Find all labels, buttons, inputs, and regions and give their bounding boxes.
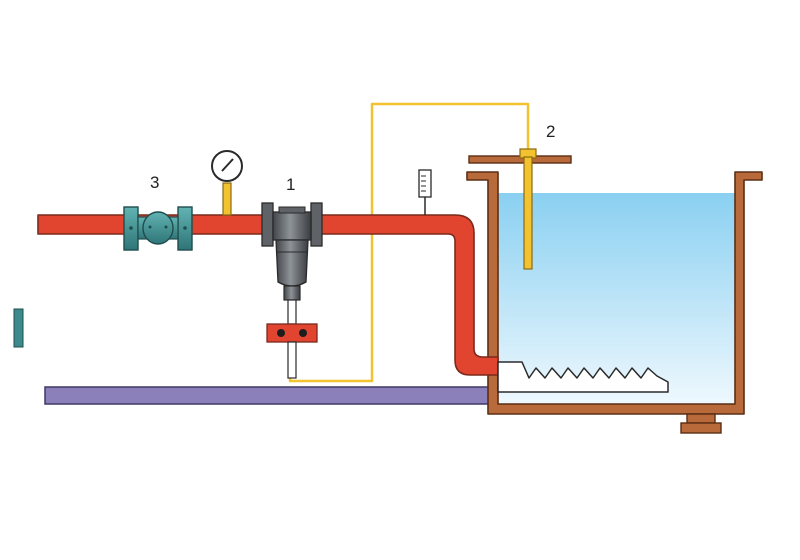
regulator-housing (275, 239, 309, 287)
valve-bolt (129, 226, 133, 230)
actuator-screw (277, 329, 285, 337)
regulator-flange-right (310, 202, 323, 247)
gauge-stem (222, 182, 232, 216)
heating-tank (466, 171, 763, 415)
valve-bolt (183, 226, 187, 230)
regulator-spindle (283, 285, 301, 301)
label-regulator: 1 (286, 175, 295, 194)
steam-sparger (497, 361, 669, 393)
side-marker (13, 308, 24, 348)
temperature-regulator (261, 202, 323, 379)
tank-foot-base (680, 422, 722, 434)
shutoff-valve (123, 206, 193, 251)
regulator-stem (287, 299, 297, 325)
temperature-sensor-bulb (523, 156, 533, 270)
regulator-flange-left (261, 202, 274, 247)
label-valve: 3 (150, 173, 159, 192)
condensate-return-pipe (44, 386, 496, 405)
regulator-bonnet (278, 206, 306, 214)
regulator-probe (287, 341, 297, 379)
thermometer (418, 169, 432, 198)
label-sensor: 2 (546, 122, 555, 141)
valve-bolt (148, 225, 152, 229)
regulator-body (272, 211, 312, 241)
gauge-needle (221, 158, 234, 172)
valve-body (142, 211, 174, 245)
tank-foot (686, 413, 716, 424)
valve-bolt (164, 225, 168, 229)
regulator-actuator (266, 323, 318, 343)
actuator-screw (299, 329, 307, 337)
